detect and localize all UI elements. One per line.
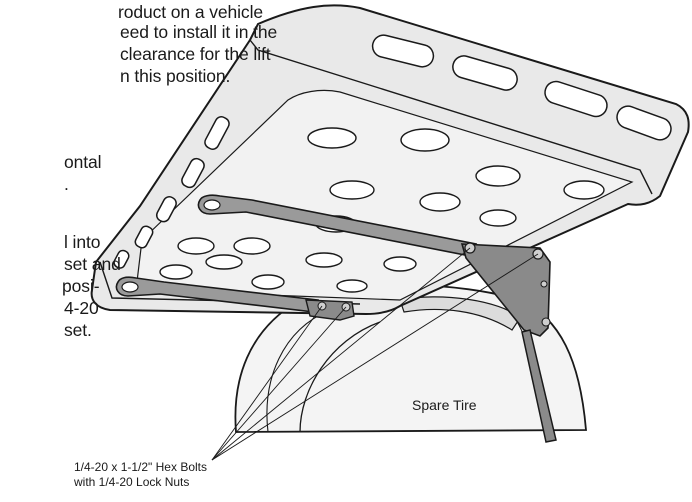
- rack-edge-slots: [113, 34, 672, 269]
- body-text-line: set.: [64, 320, 92, 340]
- body-text-line: .: [64, 174, 69, 194]
- body-text-line: n this position.: [120, 66, 231, 86]
- bracket-plate-front: [305, 299, 355, 321]
- body-text-line: posi-: [62, 276, 100, 296]
- hardware-label-line2: with 1/4-20 Lock Nuts: [74, 475, 190, 489]
- rack-holes: [159, 127, 605, 293]
- body-text-line: roduct on a vehicle: [118, 2, 263, 22]
- hardware-leader-lines: [211, 247, 539, 461]
- body-text-line: 4-20: [64, 298, 99, 318]
- hardware-label-line1: 1/4-20 x 1-1/2" Hex Bolts: [74, 460, 207, 474]
- body-text-line: set and: [64, 254, 121, 274]
- spare-tire-label: Spare Tire: [412, 397, 477, 413]
- body-text-line: ontal: [64, 152, 102, 172]
- body-text-line: clearance for the lift: [120, 44, 271, 64]
- body-text-line: l into: [64, 232, 101, 252]
- body-text-line: eed to install it in the: [120, 22, 278, 42]
- bracket-plate-rear: [460, 242, 557, 443]
